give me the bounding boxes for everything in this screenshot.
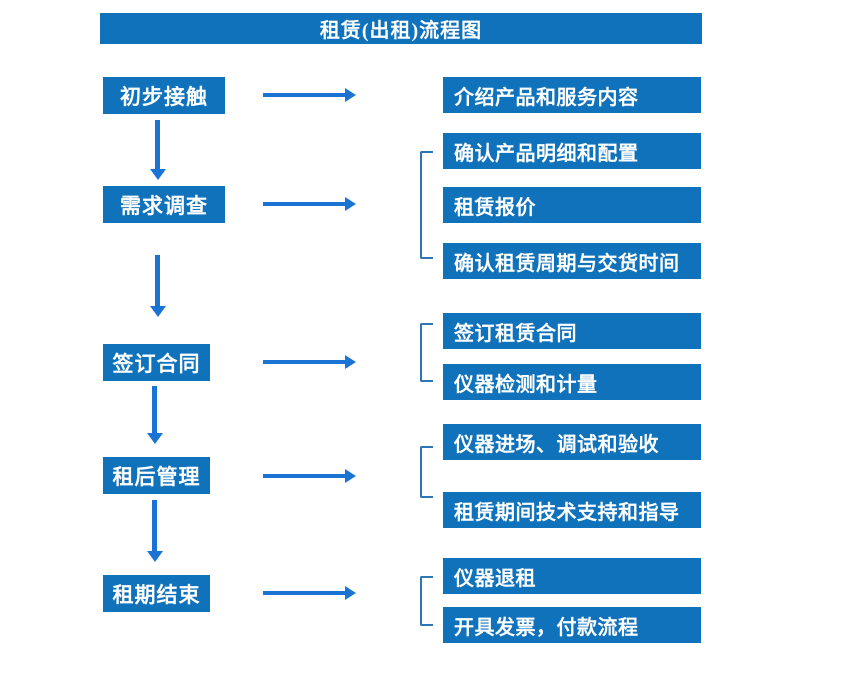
right-arrow-4 [263, 469, 356, 483]
right-arrow-1 [263, 88, 356, 102]
output-box-rental-support: 租赁期间技术支持和指导 [443, 492, 701, 528]
bracket-post-rental-outputs [420, 446, 433, 498]
right-arrow-shaft [263, 591, 345, 595]
output-box-sign-rental-contract: 签订租赁合同 [443, 313, 701, 349]
down-arrow-shaft [155, 255, 160, 306]
output-box-instrument-testing: 仪器检测和计量 [443, 364, 701, 400]
right-arrow-2 [263, 197, 356, 211]
down-arrow-shaft [152, 500, 157, 551]
right-arrow-head [345, 586, 356, 600]
right-arrow-head [345, 469, 356, 483]
right-arrow-3 [263, 355, 356, 369]
right-arrow-head [345, 355, 356, 369]
step-box-initial-contact: 初步接触 [103, 77, 225, 114]
step-box-demand-survey: 需求调查 [103, 186, 225, 223]
down-arrow-shaft [155, 120, 160, 169]
step-box-rental-end: 租期结束 [103, 575, 210, 612]
bracket-demand-survey-outputs [420, 151, 433, 259]
down-arrow-head [147, 433, 163, 444]
down-arrow-head [147, 551, 163, 562]
bracket-rental-end-outputs [420, 576, 433, 626]
output-box-invoice-payment: 开具发票，付款流程 [443, 607, 701, 643]
right-arrow-shaft [263, 202, 345, 206]
flowchart-title: 租赁(出租)流程图 [319, 20, 483, 42]
output-box-confirm-rental-period: 确认租赁周期与交货时间 [443, 243, 701, 279]
output-box-rental-quote: 租赁报价 [443, 187, 701, 223]
bracket-sign-contract-outputs [420, 323, 433, 382]
down-arrow-2 [150, 255, 166, 317]
right-arrow-shaft [263, 360, 345, 364]
down-arrow-4 [147, 500, 163, 562]
output-box-confirm-product-details: 确认产品明细和配置 [443, 133, 701, 169]
down-arrow-shaft [152, 386, 157, 433]
right-arrow-shaft [263, 93, 345, 97]
down-arrow-3 [147, 386, 163, 444]
step-box-sign-contract: 签订合同 [103, 344, 210, 381]
right-arrow-shaft [263, 474, 345, 478]
step-box-post-rental-management: 租后管理 [103, 457, 210, 494]
down-arrow-1 [150, 120, 166, 180]
right-arrow-head [345, 197, 356, 211]
output-box-instrument-setup: 仪器进场、调试和验收 [443, 424, 701, 460]
right-arrow-head [345, 88, 356, 102]
output-box-intro-products: 介绍产品和服务内容 [443, 77, 701, 113]
down-arrow-head [150, 169, 166, 180]
down-arrow-head [150, 306, 166, 317]
right-arrow-5 [263, 586, 356, 600]
flowchart-title-bar: 租赁(出租)流程图 [100, 13, 702, 44]
output-box-instrument-return: 仪器退租 [443, 558, 701, 594]
